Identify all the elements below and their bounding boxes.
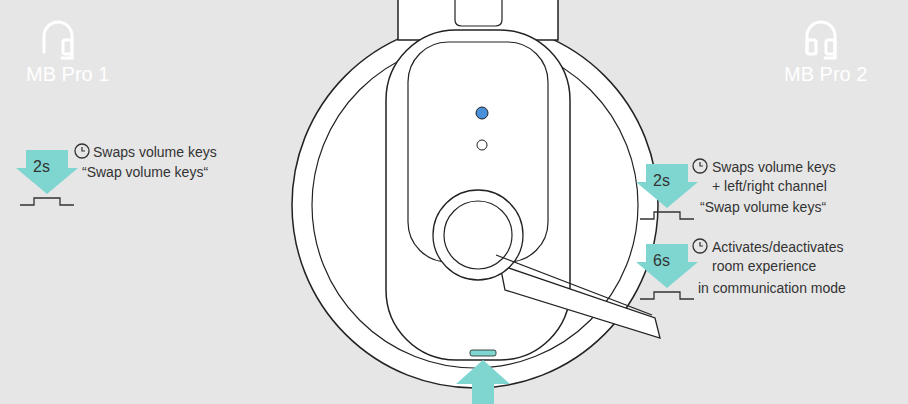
function-text: in communication mode bbox=[698, 280, 846, 297]
function-text: Swaps volume keys bbox=[712, 159, 836, 176]
device-name: MB Pro 2 bbox=[784, 62, 867, 86]
device-name: MB Pro 1 bbox=[26, 62, 109, 86]
press-symbol bbox=[636, 239, 707, 299]
press-duration: 6s bbox=[653, 251, 670, 270]
function-text: Swaps volume keys bbox=[93, 144, 217, 161]
press-symbol bbox=[636, 159, 707, 219]
press-duration: 2s bbox=[33, 157, 50, 176]
headset-icon bbox=[807, 22, 835, 58]
press-duration: 2s bbox=[653, 171, 670, 190]
voice-prompt: “Swap volume keys“ bbox=[700, 199, 826, 216]
headset-icon bbox=[44, 22, 72, 58]
voice-prompt: “Swap volume keys“ bbox=[82, 164, 208, 181]
function-text: + left/right channel bbox=[712, 178, 827, 195]
function-text: Activates/deactivates bbox=[712, 239, 844, 256]
press-symbol bbox=[16, 144, 89, 205]
function-text: room experience bbox=[712, 258, 816, 275]
